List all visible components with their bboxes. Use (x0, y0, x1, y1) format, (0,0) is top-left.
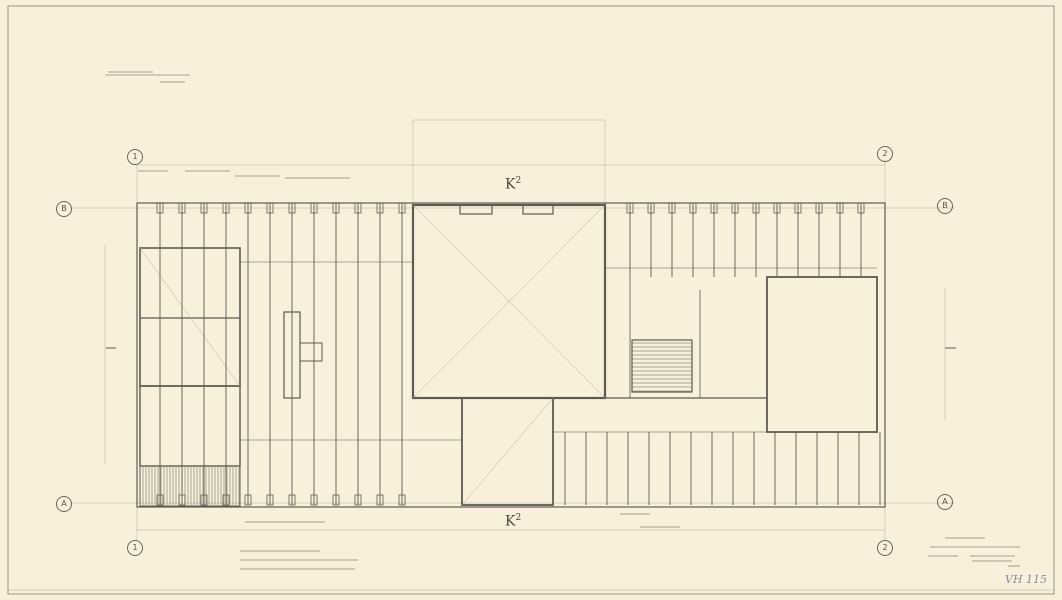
joist-bearing (398, 494, 406, 506)
grid-bubble-row-b-right: B (937, 198, 953, 214)
joist-bearing (794, 202, 802, 214)
stair-core (631, 339, 693, 393)
stair-area (139, 465, 241, 507)
joist-bearing (178, 494, 186, 506)
diagonal (461, 397, 554, 506)
joist-bearing (156, 202, 164, 214)
grid-bubble-col-1-bottom: 1 (127, 540, 143, 556)
joist-bearing (200, 202, 208, 214)
joist-bearing (178, 202, 186, 214)
joist-bearing (200, 494, 208, 506)
column-base (299, 342, 323, 362)
joist-bearing (710, 202, 718, 214)
section-index: 2 (515, 176, 522, 186)
joist-bearing (332, 202, 340, 214)
grid-bubble-row-a-right: A (937, 494, 953, 510)
joist-bearing (244, 202, 252, 214)
joist-bearing (266, 494, 274, 506)
lower-room (461, 397, 554, 506)
grid-bubble-row-b-left: B (56, 201, 72, 217)
grid-bubble-col-2-bottom: 2 (877, 540, 893, 556)
joist-bearing (376, 494, 384, 506)
sheet-border (7, 5, 1055, 595)
joist-bearing (626, 202, 634, 214)
joist-bearing (332, 494, 340, 506)
joist-bearing (288, 494, 296, 506)
joist-bearing (156, 494, 164, 506)
joist-bearing (310, 202, 318, 214)
joist-bearing (857, 202, 865, 214)
section-mark-top: K2 (505, 176, 521, 193)
joist-bearing (222, 202, 230, 214)
joist-bearing (244, 494, 252, 506)
section-letter: K (505, 513, 516, 530)
joist-bearing (731, 202, 739, 214)
section-index: 2 (515, 513, 522, 523)
joist-bearing (354, 202, 362, 214)
joist-bearing (689, 202, 697, 214)
sheet-number-stamp: VH 115 (1005, 573, 1048, 586)
grid-bubble-col-1-top: 1 (127, 149, 143, 165)
window (522, 204, 554, 215)
grid-bubble-row-a-left: A (56, 496, 72, 512)
window (459, 204, 493, 215)
joist-bearing (836, 202, 844, 214)
joist-bearing (752, 202, 760, 214)
joist-bearing (222, 494, 230, 506)
joist-bearing (288, 202, 296, 214)
diagonal (412, 204, 606, 399)
joist-bearing (668, 202, 676, 214)
joist-bearing (815, 202, 823, 214)
outer-wall (136, 202, 886, 508)
joist-bearing (398, 202, 406, 214)
joist-bearing (773, 202, 781, 214)
joist-bearing (376, 202, 384, 214)
joist-bearing (647, 202, 655, 214)
joist-bearing (266, 202, 274, 214)
joist-bearing (354, 494, 362, 506)
joist-bearing (310, 494, 318, 506)
right-room (766, 276, 878, 433)
section-mark-bottom: K2 (505, 513, 521, 530)
grid-bubble-col-2-top: 2 (877, 146, 893, 162)
diagonal (139, 247, 241, 387)
left-room-lower (139, 385, 241, 467)
section-letter: K (505, 176, 516, 193)
